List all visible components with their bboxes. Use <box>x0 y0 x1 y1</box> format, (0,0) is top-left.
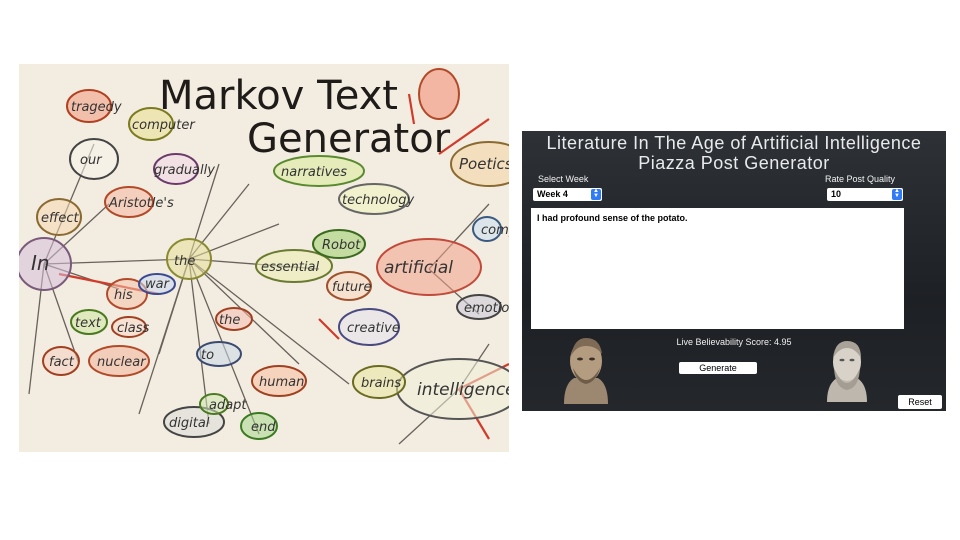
reset-button[interactable]: Reset <box>898 395 942 409</box>
quality-select-value: 10 <box>831 189 842 199</box>
mindmap-word: tragedy <box>71 100 122 115</box>
mindmap-word: future <box>332 280 372 295</box>
mindmap-word: end <box>251 420 276 435</box>
plato-bust-image <box>827 341 867 402</box>
mindmap-bubble <box>104 186 154 218</box>
week-select[interactable]: Week 4 ▲▼ <box>533 188 602 201</box>
mindmap-word: effect <box>41 211 80 226</box>
mindmap-bubble <box>70 309 108 335</box>
mindmap-bubble <box>163 406 225 438</box>
mindmap-word: war <box>145 277 171 292</box>
mindmap-title-line1: Markov Text <box>159 73 398 119</box>
mindmap-bubble <box>240 412 278 440</box>
week-select-value: Week 4 <box>537 189 568 199</box>
select-arrows-icon: ▲▼ <box>591 188 601 200</box>
mindmap-bubble <box>338 308 400 346</box>
mindmap-word: emotion <box>464 301 509 316</box>
mindmap-word: Robot <box>322 238 361 253</box>
mindmap-word: gradually <box>154 163 215 178</box>
mindmap-bubble <box>326 271 372 301</box>
mindmap-word: human <box>259 375 304 390</box>
mindmap-word: technology <box>342 193 414 208</box>
mindmap-bubble <box>450 141 509 187</box>
select-week-label: Select Week <box>538 174 589 184</box>
mindmap-drawing: In the artificial intelligence essential… <box>19 68 509 445</box>
mindmap-title-line2: Generator <box>247 116 451 162</box>
mindmap-word: the <box>174 254 195 269</box>
mindmap-word: the <box>219 313 240 328</box>
mindmap-word: artificial <box>384 258 453 278</box>
mindmap-word: essential <box>261 260 319 275</box>
mindmap-word: comparing <box>481 223 509 238</box>
believability-score: Live Believability Score: 4.95 <box>676 337 792 347</box>
mindmap-bubble <box>352 365 406 399</box>
mindmap-word: digital <box>169 416 210 431</box>
mindmap-word: Poetics <box>459 155 509 173</box>
mindmap-bubble <box>128 107 174 141</box>
mindmap-word: Aristotle's <box>108 196 174 211</box>
mindmap-bubble <box>312 229 366 259</box>
mindmap-word: fact <box>49 355 75 370</box>
mindmap-bubble <box>196 341 242 367</box>
app-title-line2: Piazza Post Generator <box>638 153 830 173</box>
mindmap-word: adapt <box>209 398 247 413</box>
mindmap-word: to <box>201 348 214 363</box>
rate-quality-label: Rate Post Quality <box>825 174 896 184</box>
mindmap-bubble <box>138 273 176 295</box>
mindmap-word: intelligence <box>417 380 509 400</box>
quality-select[interactable]: 10 ▲▼ <box>827 188 903 201</box>
mindmap-word: class <box>117 321 149 336</box>
mindmap-word: his <box>114 288 133 303</box>
mindmap-bubble <box>66 89 112 123</box>
mindmap-bubble <box>88 345 150 377</box>
mindmap-bubble <box>472 216 502 242</box>
select-arrows-icon: ▲▼ <box>892 188 902 200</box>
mindmap-bubble <box>215 307 253 331</box>
mindmap-bubble <box>153 153 199 185</box>
mindmap-bubble <box>42 346 80 376</box>
generated-post-textarea[interactable]: I had profound sense of the potato. <box>531 208 904 329</box>
aristotle-bust-image <box>564 338 608 404</box>
mindmap-word: creative <box>347 321 400 336</box>
mindmap-word: text <box>75 316 102 331</box>
mindmap-bubble <box>418 68 460 120</box>
markov-mindmap-image: In the artificial intelligence essential… <box>19 64 509 452</box>
mindmap-bubble <box>376 238 482 296</box>
mindmap-bubble <box>106 278 148 310</box>
mindmap-bubble <box>69 138 119 180</box>
generate-button[interactable]: Generate <box>679 362 757 374</box>
mindmap-bubble <box>199 393 229 415</box>
mindmap-bubble <box>273 155 365 187</box>
mindmap-bubble <box>255 249 333 283</box>
app-title-line1: Literature In The Age of Artificial Inte… <box>546 133 922 153</box>
mindmap-word: our <box>80 153 103 168</box>
mindmap-bubble <box>456 294 502 320</box>
mindmap-word: narratives <box>281 165 347 180</box>
mindmap-bubble <box>111 316 147 338</box>
mindmap-bubble <box>251 365 307 397</box>
mindmap-word: In <box>31 251 50 275</box>
mindmap-bubble <box>36 198 82 236</box>
piazza-post-generator-window: Literature In The Age of Artificial Inte… <box>522 131 946 411</box>
mindmap-word: brains <box>361 376 401 391</box>
mindmap-bubble <box>166 238 212 280</box>
mindmap-bubble <box>19 237 72 291</box>
mindmap-word: nuclear <box>97 355 147 370</box>
mindmap-word: computer <box>132 118 196 133</box>
mindmap-bubble <box>338 183 410 215</box>
